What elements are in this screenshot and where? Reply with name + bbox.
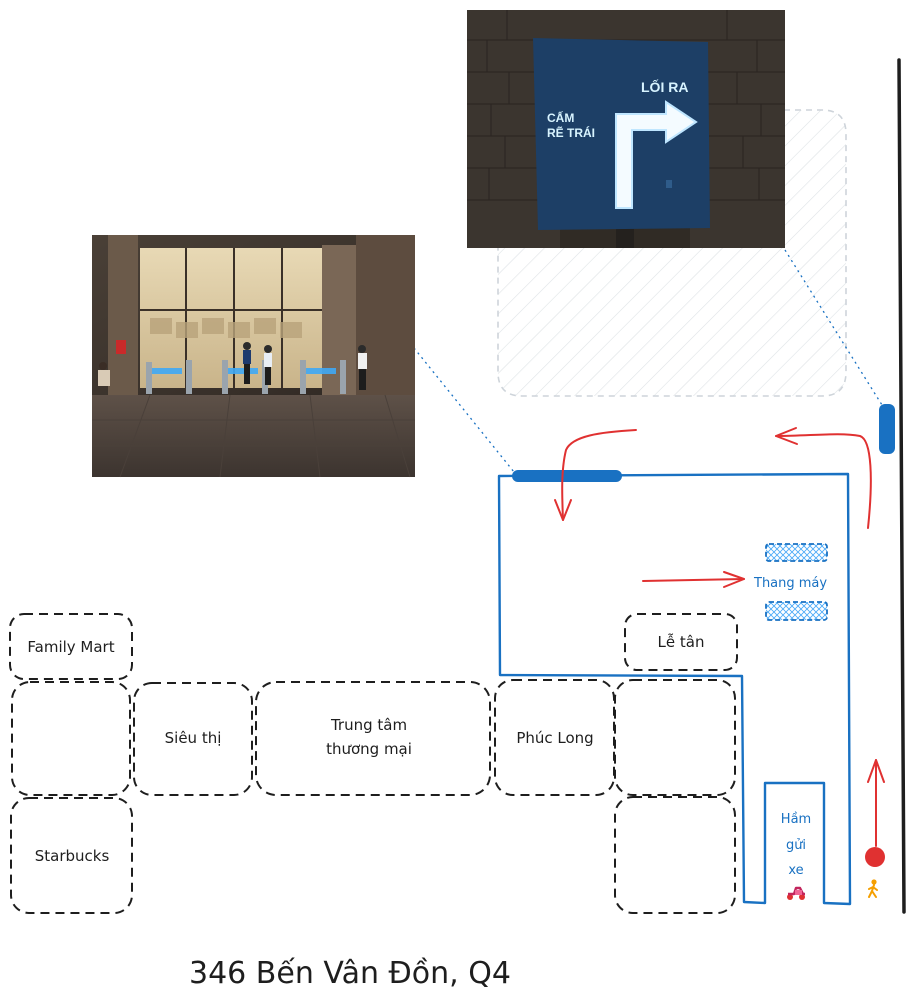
store-starbucks: [10, 797, 133, 914]
parking-label-line2: gửi: [786, 838, 806, 853]
store-le-tan: [624, 613, 738, 671]
label-le-tan: Lễ tân: [658, 633, 705, 651]
label-family-mart: Family Mart: [27, 638, 114, 656]
store-empty-right-bottom: [614, 796, 736, 914]
elevator-top: [765, 543, 828, 562]
arrow-to-elevator: [642, 578, 745, 582]
arrow-curve-to-top: [775, 433, 872, 529]
walking-person-icon: [868, 879, 878, 898]
arrow-curve-into-entrance: [561, 429, 637, 521]
store-trung-tam: [255, 681, 491, 796]
scooter-icon: [787, 886, 805, 900]
start-point-marker: [865, 847, 885, 867]
street-line: [897, 58, 906, 914]
label-trung-tam-1: Trung tâm: [330, 716, 407, 734]
building-outline: [497, 472, 852, 906]
route-arrows: [554, 427, 885, 847]
main-entrance-gate[interactable]: [512, 470, 622, 482]
store-phuc-long: [494, 679, 615, 796]
parking-label-line3: xe: [788, 863, 803, 878]
lobby-entrance-photo: [92, 235, 415, 478]
store-family-mart: [9, 613, 133, 680]
label-phuc-long: Phúc Long: [516, 729, 593, 747]
exit-sign-photo: LỐI RA CẤM RẼ TRÁI: [467, 10, 785, 248]
label-starbucks: Starbucks: [35, 847, 110, 865]
store-empty-right-top: [614, 679, 736, 796]
store-sieu-thi: [133, 682, 253, 796]
sign-no-left-1: CẤM: [547, 110, 574, 125]
leader-line-sign: [784, 249, 883, 406]
sign-no-left-2: RẼ TRÁI: [547, 125, 595, 140]
label-sieu-thi: Siêu thị: [165, 729, 222, 747]
leader-line-lobby: [413, 347, 515, 473]
parking-label-line1: Hầm: [781, 812, 811, 827]
elevator-bottom: [765, 601, 828, 621]
address-text: 346 Bến Vân Đồn, Q4: [189, 956, 511, 991]
elevator-label: Thang máy: [753, 576, 827, 591]
side-gate[interactable]: [879, 404, 895, 454]
store-empty-left: [11, 681, 131, 796]
sign-exit-text: LỐI RA: [641, 78, 688, 95]
label-trung-tam-2: thương mại: [326, 740, 412, 758]
